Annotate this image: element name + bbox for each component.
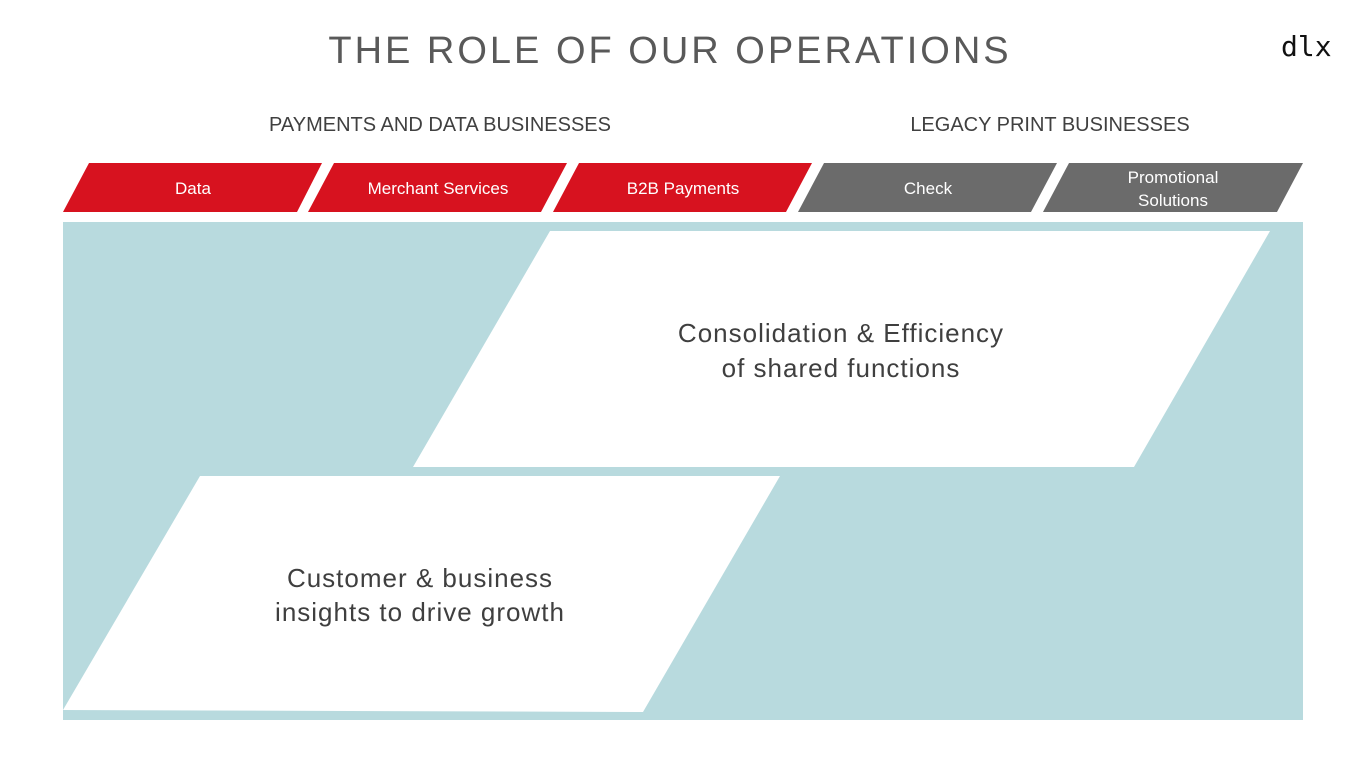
segment-check <box>798 163 1057 212</box>
consolidation-text: Consolidation & Efficiency <box>678 318 1004 348</box>
insights-text: Customer & business <box>287 563 553 593</box>
segment-merchant-services <box>308 163 567 212</box>
segment-data <box>63 163 322 212</box>
segment-label: Solutions <box>1138 191 1208 210</box>
segment-label: B2B Payments <box>627 179 739 198</box>
consolidation-box <box>413 231 1270 467</box>
insights-box <box>63 476 780 712</box>
segment-b2b-payments <box>553 163 812 212</box>
group-label-payments: PAYMENTS AND DATA BUSINESSES <box>269 114 611 136</box>
segment-label: Data <box>175 179 211 198</box>
segment-label: Promotional <box>1128 168 1219 187</box>
segment-promotional-solutions <box>1043 163 1303 212</box>
dlx-logo: dlx <box>1281 30 1332 63</box>
page-title: THE ROLE OF OUR OPERATIONS <box>328 30 1012 72</box>
group-label-legacy: LEGACY PRINT BUSINESSES <box>910 114 1190 136</box>
segment-label: Merchant Services <box>368 179 509 198</box>
insights-text: insights to drive growth <box>275 597 565 627</box>
segment-label: Check <box>904 179 953 198</box>
consolidation-text: of shared functions <box>722 353 961 383</box>
